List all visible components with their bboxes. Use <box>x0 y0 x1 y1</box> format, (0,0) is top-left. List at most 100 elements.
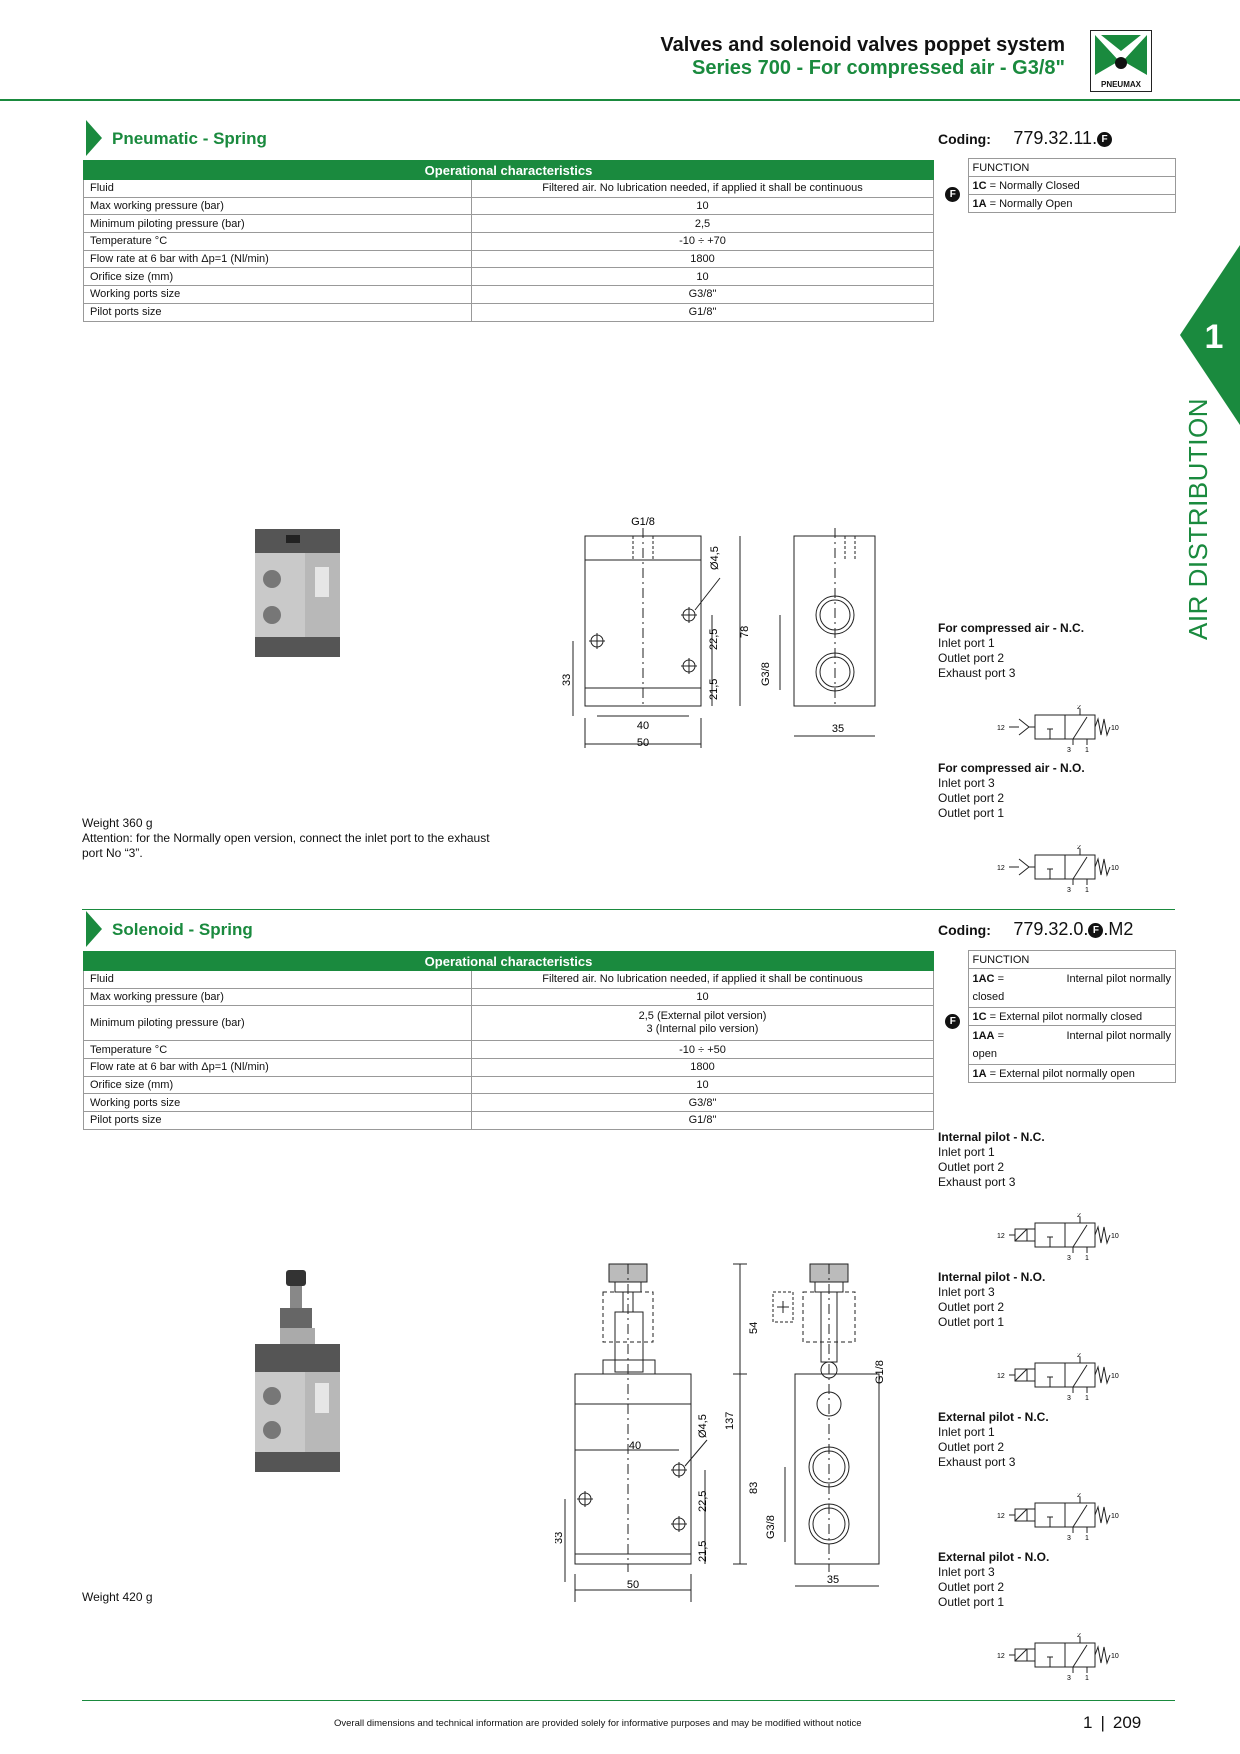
valve-photo-solenoid <box>255 1270 340 1472</box>
svg-text:3: 3 <box>1067 1675 1071 1681</box>
table-row: Temperature °C-10 ÷ +50 <box>83 1040 934 1060</box>
svg-text:2: 2 <box>1077 1353 1081 1359</box>
chapter-tab: 1 <box>1180 245 1240 425</box>
svg-text:21,5: 21,5 <box>697 1541 709 1562</box>
section-arrow-icon <box>86 120 102 156</box>
section1-notes: Weight 360 g Attention: for the Normally… <box>82 816 502 861</box>
drawing-pneumatic-dimensions: G1/8 Ø4,5 22,5 21,5 33 40 50 78 G3/8 35 <box>561 516 876 749</box>
svg-text:10: 10 <box>1111 1513 1119 1520</box>
footer-divider <box>82 1700 1175 1701</box>
svg-text:G3/8: G3/8 <box>760 662 772 686</box>
svg-text:10: 10 <box>1111 865 1119 872</box>
weight-text: Weight 420 g <box>82 1590 153 1604</box>
svg-text:2: 2 <box>1077 845 1081 851</box>
weight-text: Weight 360 g <box>82 816 153 830</box>
function-f-icon: F <box>1088 923 1104 939</box>
solenoid-valve-symbol-icon: 12 10 2 3 1 <box>997 1213 1119 1261</box>
pneumatic-valve-symbol-icon: 12 10 2 3 1 <box>997 845 1119 893</box>
svg-text:40: 40 <box>637 720 649 732</box>
section1-title: Pneumatic - Spring <box>112 129 267 148</box>
section-arrow-icon <box>86 911 102 947</box>
page-title: Valves and solenoid valves poppet system <box>660 34 1065 56</box>
svg-text:G1/8: G1/8 <box>874 1360 886 1384</box>
svg-text:78: 78 <box>739 626 751 638</box>
svg-text:Ø4,5: Ø4,5 <box>697 1414 709 1438</box>
svg-text:1: 1 <box>1085 1675 1089 1681</box>
section2-title: Solenoid - Spring <box>112 920 253 939</box>
svg-text:137: 137 <box>724 1412 736 1430</box>
table-row: Max working pressure (bar)10 <box>83 196 934 216</box>
svg-text:1: 1 <box>1085 887 1089 893</box>
page-subtitle: Series 700 - For compressed air - G3/8" <box>692 57 1065 79</box>
drawing-solenoid-dimensions: 54 137 83 G1/8 Ø4,5 22,5 21,5 33 40 50 G… <box>555 1263 886 1602</box>
port-list: Internal pilot - N.O. Inlet port 3 Outle… <box>938 1270 1046 1329</box>
svg-text:1: 1 <box>1085 1395 1089 1401</box>
function-row: 1A = External pilot normally open <box>938 1064 1176 1083</box>
function-row: 1A = Normally Open <box>938 194 1176 213</box>
svg-text:1: 1 <box>1085 1255 1089 1261</box>
table-header: Operational characteristics <box>83 160 934 180</box>
chapter-number: 1 <box>1205 318 1224 356</box>
logo-text: PNEUMAX <box>1101 80 1142 89</box>
svg-text:12: 12 <box>997 1513 1005 1520</box>
svg-text:10: 10 <box>1111 1653 1119 1660</box>
function-f-icon: F <box>945 1014 961 1029</box>
logo-icon: PNEUMAX <box>1095 35 1147 89</box>
page-number: 1|209 <box>1083 1713 1142 1732</box>
svg-text:12: 12 <box>997 725 1005 732</box>
svg-text:2: 2 <box>1077 1213 1081 1219</box>
svg-text:12: 12 <box>997 1233 1005 1240</box>
solenoid-valve-symbol-icon: 12 10 2 3 1 <box>997 1493 1119 1541</box>
function-f-icon: F <box>945 187 961 202</box>
svg-text:22,5: 22,5 <box>708 629 720 650</box>
port-list: Internal pilot - N.C. Inlet port 1 Outle… <box>938 1130 1045 1189</box>
svg-text:12: 12 <box>997 1373 1005 1380</box>
table-row: Orifice size (mm)10 <box>83 1075 934 1095</box>
table-row: Max working pressure (bar)10 <box>83 987 934 1007</box>
table-row: Flow rate at 6 bar with Δp=1 (Nl/min)180… <box>83 249 934 269</box>
section2-coding: Coding: 779.32.0.F.M2 <box>938 919 1134 939</box>
svg-text:G3/8: G3/8 <box>765 1515 777 1539</box>
chapter-label: AIR DISTRIBUTION <box>1183 397 1213 640</box>
svg-text:2: 2 <box>1077 1493 1081 1499</box>
table-row: Minimum piloting pressure (bar)2,5 <box>83 214 934 234</box>
svg-text:50: 50 <box>627 1579 639 1591</box>
table-row: Minimum piloting pressure (bar)2,5 (Exte… <box>83 1005 934 1042</box>
svg-text:3: 3 <box>1067 887 1071 893</box>
svg-text:3: 3 <box>1067 1395 1071 1401</box>
svg-text:Ø4,5: Ø4,5 <box>709 546 721 570</box>
svg-text:35: 35 <box>827 1574 839 1586</box>
table-header: Operational characteristics <box>83 951 934 971</box>
table-row: Orifice size (mm)10 <box>83 267 934 287</box>
port-list: External pilot - N.O. Inlet port 3 Outle… <box>938 1550 1050 1609</box>
port-list: For compressed air - N.C. Inlet port 1 O… <box>938 621 1085 680</box>
svg-text:2: 2 <box>1077 705 1081 711</box>
function-row: 1C = External pilot normally closed <box>938 1007 1176 1026</box>
function-row: 1C = Normally Closed <box>938 176 1176 195</box>
svg-text:12: 12 <box>997 1653 1005 1660</box>
svg-text:21,5: 21,5 <box>708 679 720 700</box>
svg-text:10: 10 <box>1111 725 1119 732</box>
svg-text:1: 1 <box>1085 747 1089 753</box>
port-list: External pilot - N.C. Inlet port 1 Outle… <box>938 1410 1049 1469</box>
table-row: Flow rate at 6 bar with Δp=1 (Nl/min)180… <box>83 1058 934 1077</box>
svg-text:10: 10 <box>1111 1233 1119 1240</box>
pneumatic-valve-symbol-icon: 12 10 2 3 1 <box>997 705 1119 753</box>
footer-note: Overall dimensions and technical informa… <box>334 1718 862 1729</box>
svg-text:3: 3 <box>1067 1255 1071 1261</box>
svg-text:2: 2 <box>1077 1633 1081 1639</box>
svg-text:50: 50 <box>637 737 649 749</box>
pneumax-logo: PNEUMAX <box>1090 30 1152 92</box>
attention-text: Attention: for the Normally open version… <box>82 831 490 860</box>
svg-text:54: 54 <box>748 1322 760 1334</box>
svg-text:22,5: 22,5 <box>697 1491 709 1512</box>
